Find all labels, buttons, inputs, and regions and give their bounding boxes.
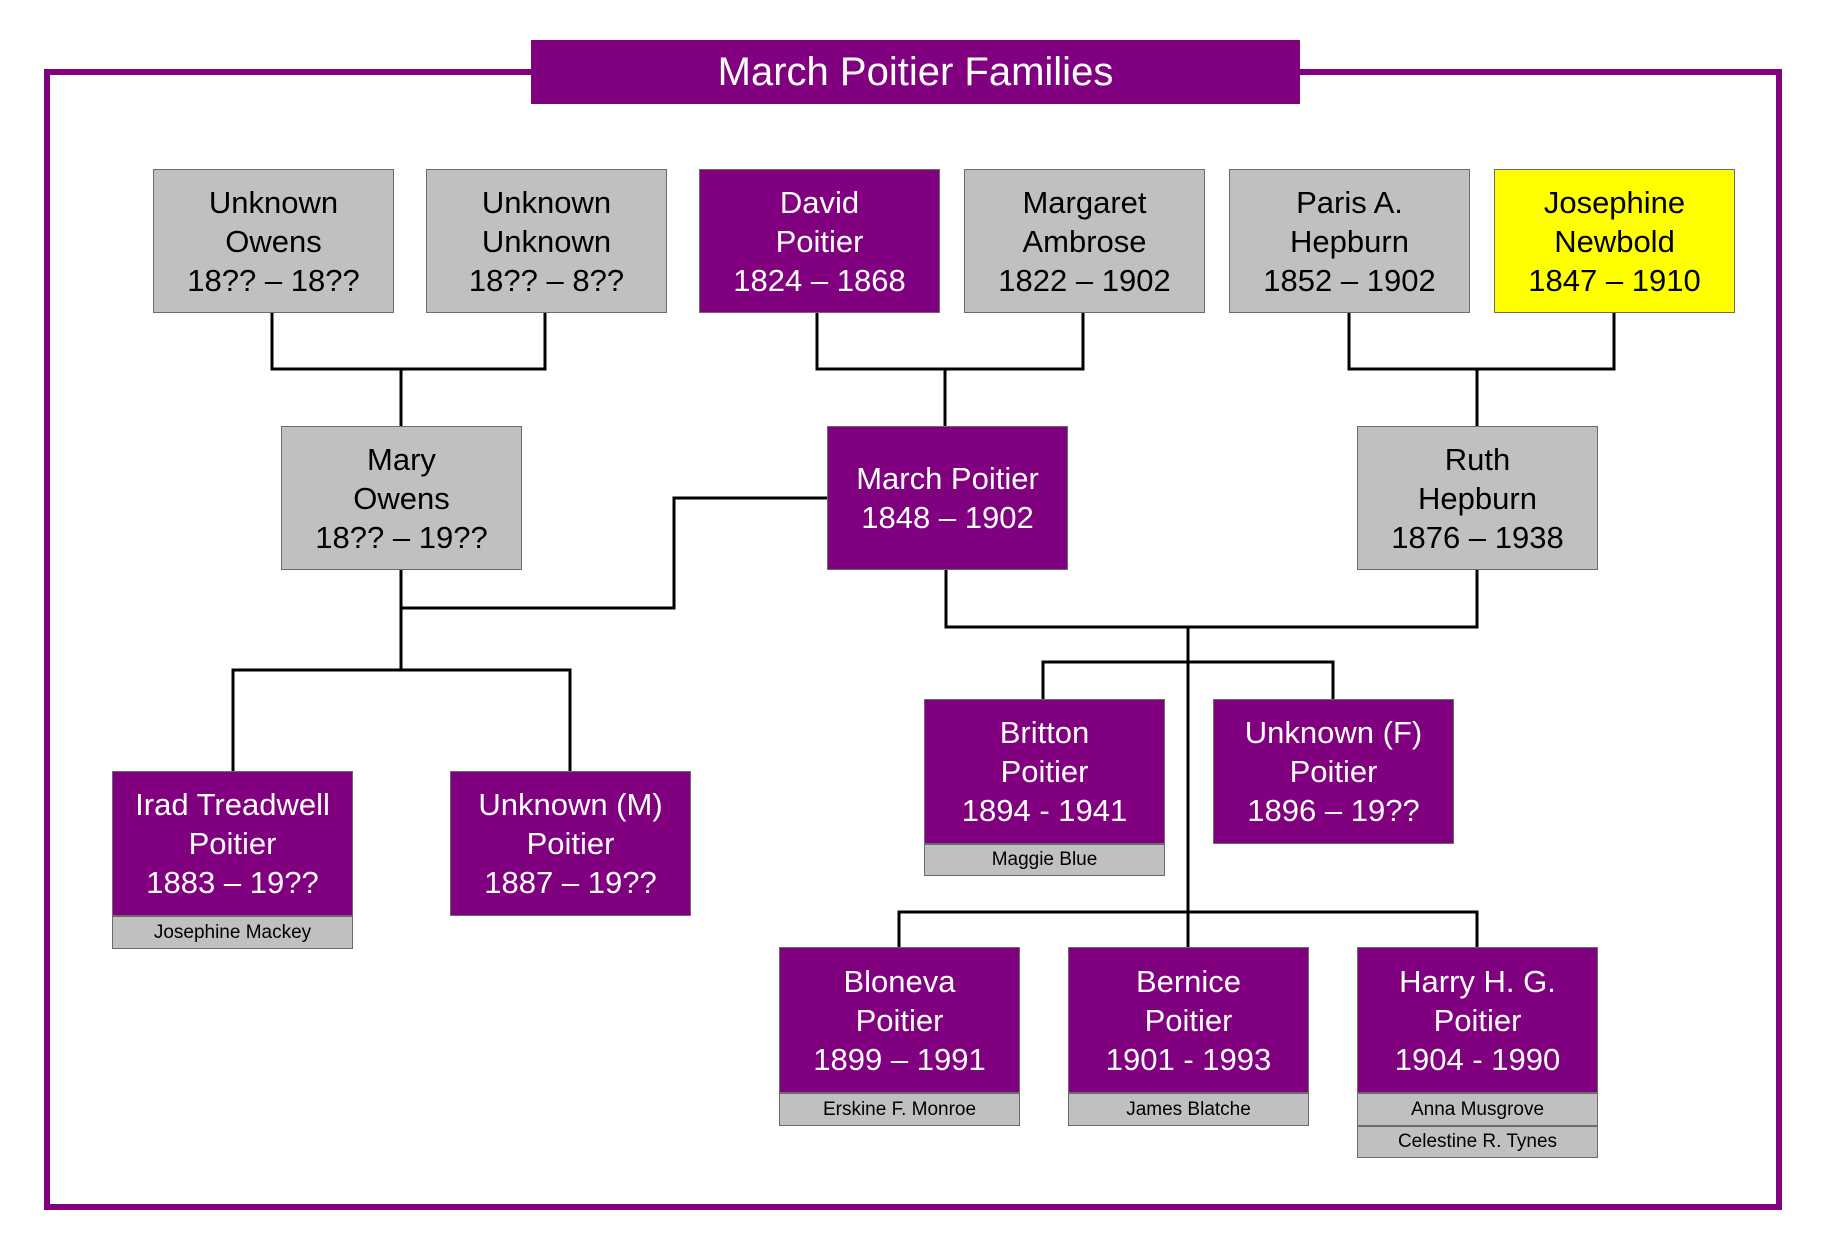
spouse-label: Josephine Mackey bbox=[112, 916, 353, 949]
person-unknown-unknown: Unknown Unknown 18?? – 8?? bbox=[426, 169, 667, 313]
person-name-line: Bloneva bbox=[843, 963, 956, 999]
person-name-line: Poitier bbox=[1433, 1002, 1522, 1038]
person-name-line: Hepburn bbox=[1418, 480, 1537, 516]
person-name-line: Poitier bbox=[1144, 1002, 1233, 1038]
person-march-poitier: March Poitier 1848 – 1902 bbox=[827, 426, 1068, 570]
person-paris-hepburn: Paris A. Hepburn 1852 – 1902 bbox=[1229, 169, 1470, 313]
person-harry-poitier: Harry H. G. Poitier 1904 - 1990 bbox=[1357, 947, 1598, 1093]
connector-march-to-mary-family bbox=[399, 496, 829, 610]
person-dates: 1904 - 1990 bbox=[1394, 1041, 1561, 1077]
person-dates: 1883 – 19?? bbox=[146, 865, 319, 900]
person-unknown-owens: Unknown Owens 18?? – 18?? bbox=[153, 169, 394, 313]
person-dates: 1901 - 1993 bbox=[1105, 1041, 1272, 1077]
person-dates: 1894 - 1941 bbox=[961, 793, 1128, 828]
person-name-line: Ambrose bbox=[1022, 223, 1147, 259]
person-name-line: Ruth bbox=[1444, 441, 1511, 477]
person-dates: 1887 – 19?? bbox=[484, 865, 657, 900]
person-name-line: Britton bbox=[999, 715, 1090, 750]
person-name-line: Paris A. bbox=[1296, 184, 1403, 220]
person-dates: 1847 – 1910 bbox=[1528, 262, 1701, 298]
person-mary-owens: Mary Owens 18?? – 19?? bbox=[281, 426, 522, 570]
person-ruth-hepburn: Ruth Hepburn 1876 – 1938 bbox=[1357, 426, 1598, 570]
page-title: March Poitier Families bbox=[531, 40, 1300, 104]
connector-ruth-children-row1 bbox=[1041, 660, 1335, 701]
person-name-line: Poitier bbox=[1000, 754, 1089, 789]
person-name-line: Harry H. G. bbox=[1399, 963, 1556, 999]
person-name-line: Unknown bbox=[208, 184, 339, 220]
spouse-label: Erskine F. Monroe bbox=[779, 1093, 1020, 1126]
person-name-line: Unknown bbox=[481, 184, 612, 220]
person-dates: 1824 – 1868 bbox=[733, 262, 906, 298]
person-name-line: Unknown bbox=[481, 223, 612, 259]
person-irad-poitier: Irad Treadwell Poitier 1883 – 19?? bbox=[112, 771, 353, 916]
person-dates: 18?? – 19?? bbox=[315, 519, 488, 555]
person-dates: 1852 – 1902 bbox=[1263, 262, 1436, 298]
person-josephine-newbold: Josephine Newbold 1847 – 1910 bbox=[1494, 169, 1735, 313]
person-dates: 18?? – 8?? bbox=[468, 262, 625, 298]
person-name-line: Bernice bbox=[1135, 963, 1242, 999]
person-name-line: Unknown (M) bbox=[478, 787, 663, 822]
person-bloneva-poitier: Bloneva Poitier 1899 – 1991 bbox=[779, 947, 1020, 1093]
person-name-line: Poitier bbox=[1289, 754, 1378, 789]
person-dates: 1848 – 1902 bbox=[861, 500, 1034, 535]
spouse-label: Celestine R. Tynes bbox=[1357, 1126, 1598, 1158]
person-margaret-ambrose: Margaret Ambrose 1822 – 1902 bbox=[964, 169, 1205, 313]
person-name-line: Mary bbox=[367, 441, 436, 477]
person-bernice-poitier: Bernice Poitier 1901 - 1993 bbox=[1068, 947, 1309, 1093]
person-dates: 18?? – 18?? bbox=[187, 262, 360, 298]
connector-poitier-parents bbox=[815, 311, 1085, 371]
connector-hepburn-parents bbox=[1347, 311, 1616, 371]
spouse-label: James Blatche bbox=[1068, 1093, 1309, 1126]
person-name-line: Newbold bbox=[1554, 223, 1675, 259]
person-name-line: Margaret bbox=[1022, 184, 1147, 220]
connector-march-to-ruth-family bbox=[944, 568, 1479, 629]
person-britton-poitier: Britton Poitier 1894 - 1941 bbox=[924, 699, 1165, 844]
connector-owens-parents bbox=[270, 311, 547, 371]
person-name-line: Unknown (F) bbox=[1244, 715, 1423, 750]
spouse-label: Anna Musgrove bbox=[1357, 1093, 1598, 1126]
person-name-line: Josephine bbox=[1543, 184, 1686, 220]
person-name-line: Hepburn bbox=[1290, 223, 1409, 259]
person-name-line: Owens bbox=[225, 223, 322, 259]
person-name-line: Poitier bbox=[775, 223, 864, 259]
person-name-line: Poitier bbox=[188, 826, 277, 861]
person-name-line: David bbox=[779, 184, 860, 220]
person-david-poitier: David Poitier 1824 – 1868 bbox=[699, 169, 940, 313]
person-name-line: Irad Treadwell bbox=[135, 787, 330, 822]
person-name-line: Poitier bbox=[855, 1002, 944, 1038]
person-name-line: Poitier bbox=[526, 826, 615, 861]
person-unknown-m-poitier: Unknown (M) Poitier 1887 – 19?? bbox=[450, 771, 691, 916]
person-name-line: Owens bbox=[353, 480, 450, 516]
spouse-label: Maggie Blue bbox=[924, 844, 1165, 876]
connector-mary-children bbox=[231, 668, 572, 773]
person-dates: 1896 – 19?? bbox=[1247, 793, 1420, 828]
person-dates: 1822 – 1902 bbox=[998, 262, 1171, 298]
person-dates: 1899 – 1991 bbox=[813, 1041, 986, 1077]
person-name-line: March Poitier bbox=[856, 461, 1039, 496]
person-unknown-f-poitier: Unknown (F) Poitier 1896 – 19?? bbox=[1213, 699, 1454, 844]
person-dates: 1876 – 1938 bbox=[1391, 519, 1564, 555]
